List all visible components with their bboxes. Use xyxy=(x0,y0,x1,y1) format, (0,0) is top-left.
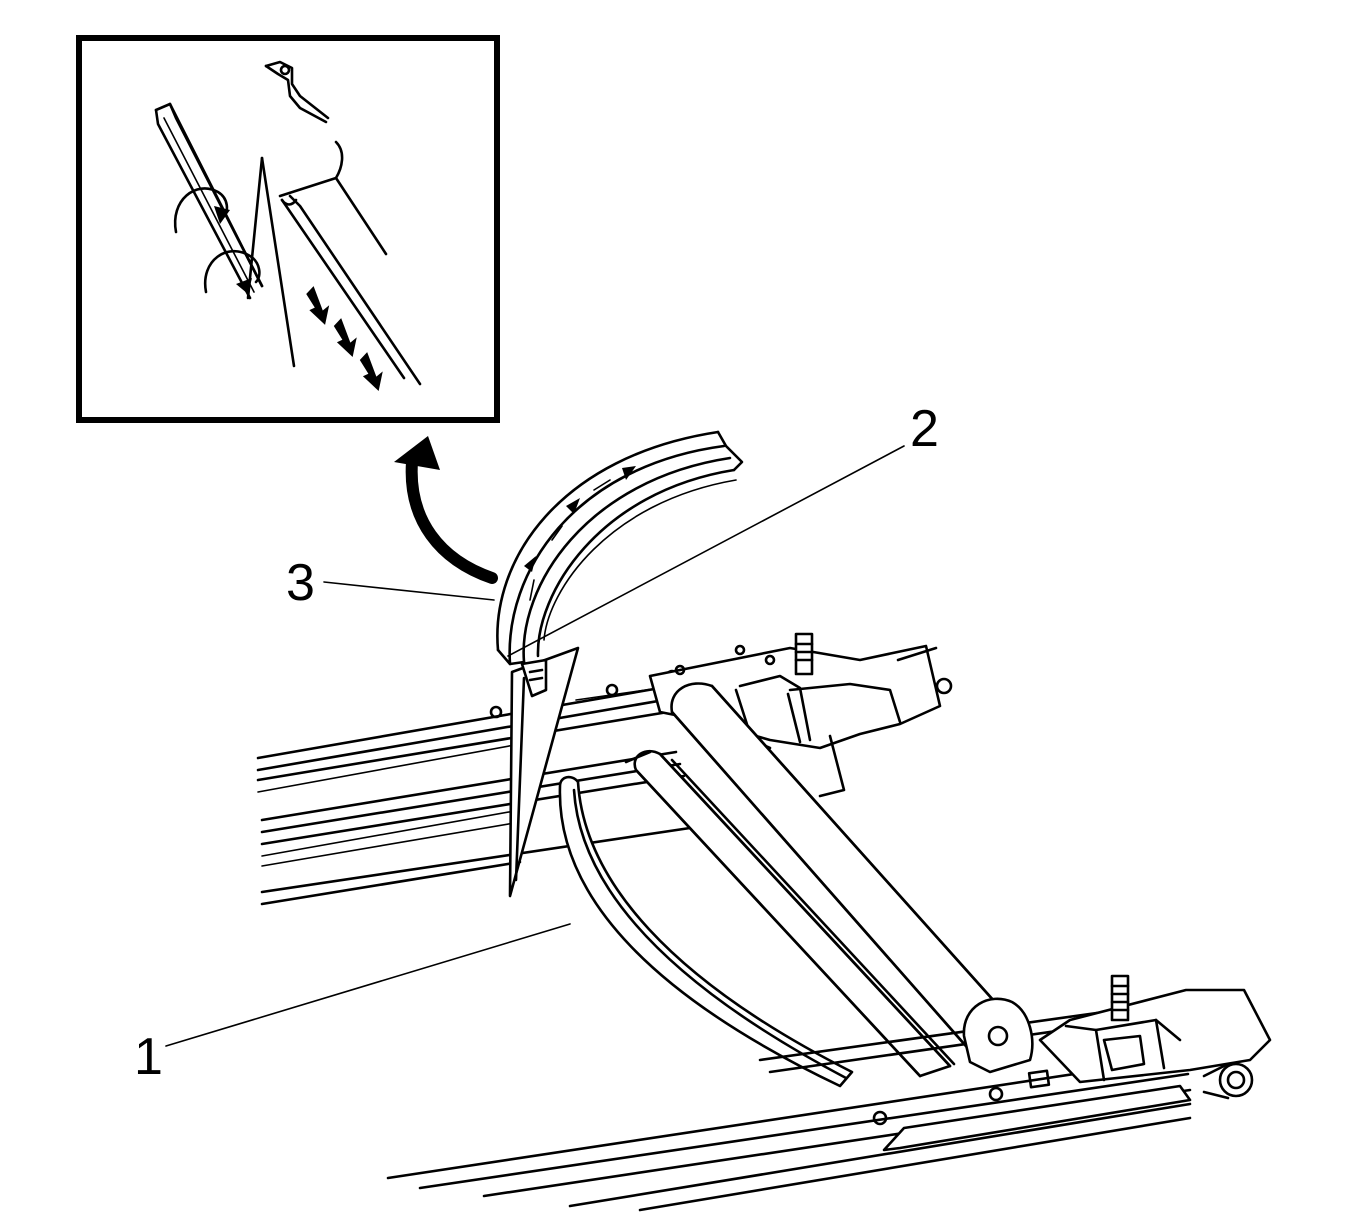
weatherstrip-upper-arc xyxy=(496,430,744,666)
callout-2: 2 xyxy=(910,400,939,458)
inset-weatherstrip xyxy=(154,102,264,300)
detail-inset xyxy=(76,35,500,423)
frame-rail-lower xyxy=(386,998,1192,1212)
leader-line-1 xyxy=(165,923,571,1047)
inset-wrap-arrow-upper xyxy=(173,187,230,234)
detail-pointer-arrow xyxy=(394,436,498,584)
leader-lines xyxy=(165,445,905,1047)
clip-detail xyxy=(520,658,548,698)
inset-panel xyxy=(278,140,422,386)
inset-tool-edge xyxy=(260,156,296,368)
upper-mount-stud xyxy=(794,632,814,676)
frame-rail-left xyxy=(256,669,692,906)
diagonal-tube xyxy=(670,682,1022,1064)
inset-bracket xyxy=(264,60,330,120)
lower-mount-stud xyxy=(1110,974,1130,1022)
weatherstrip-lower-arc xyxy=(558,775,854,1088)
tube-eye-bushing xyxy=(962,997,1034,1074)
callout-3: 3 xyxy=(286,554,315,612)
lower-mount-bracket xyxy=(1038,974,1272,1100)
lower-tube xyxy=(624,749,956,1078)
callout-1: 1 xyxy=(134,1028,163,1086)
leader-line-2 xyxy=(507,445,905,657)
leader-line-3 xyxy=(323,581,495,601)
inset-frame xyxy=(76,35,500,423)
inset-push-arrows xyxy=(306,286,383,391)
